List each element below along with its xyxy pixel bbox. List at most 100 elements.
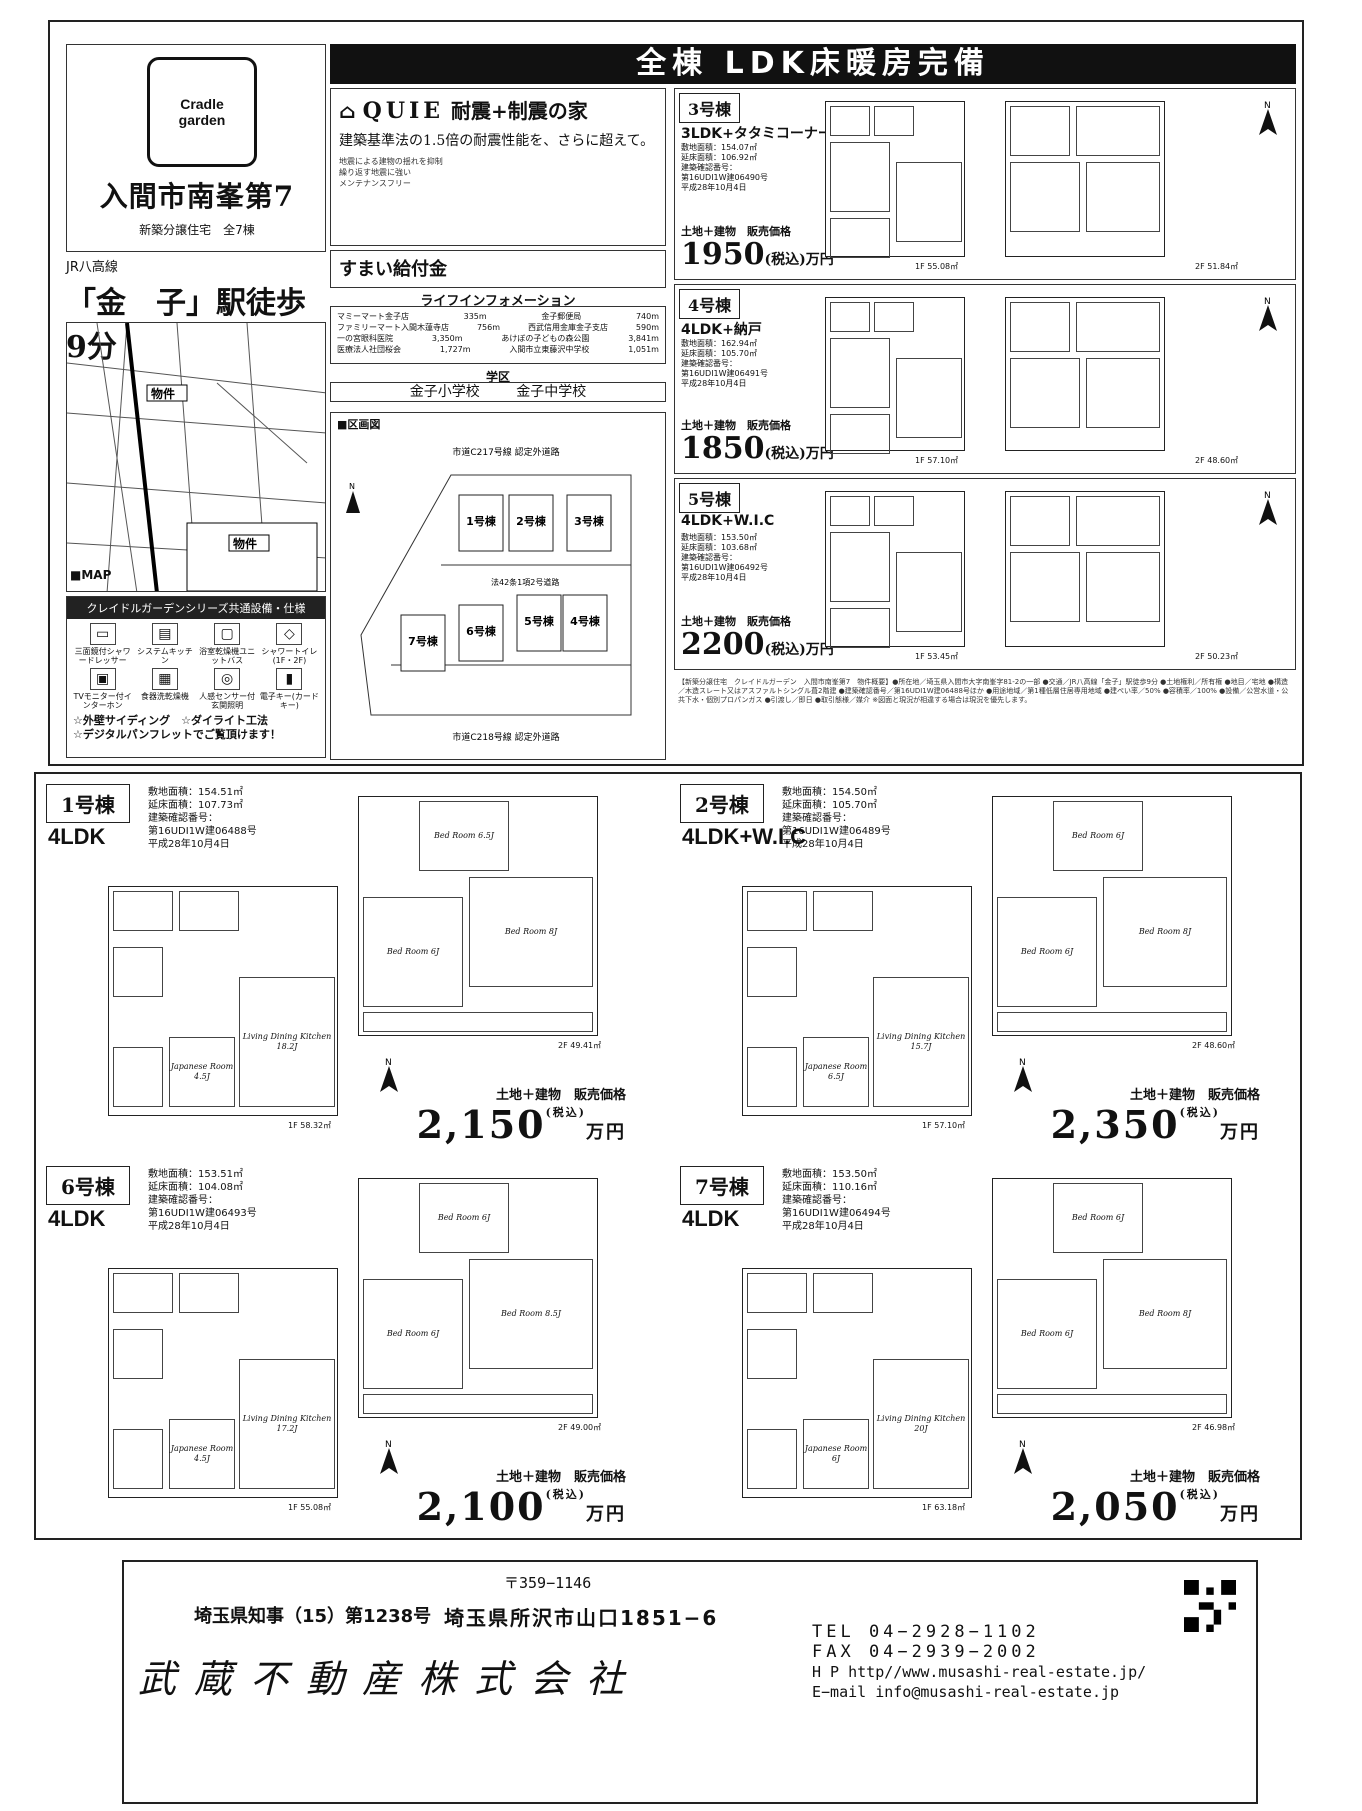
- room: [1076, 496, 1160, 546]
- room: Bed Room 6J: [363, 1279, 463, 1389]
- room: [363, 1012, 593, 1032]
- quie-point: 繰り返す地震に強い: [339, 168, 411, 177]
- plot-lot-label: 7号棟: [408, 634, 439, 648]
- room: Bed Room 8J: [469, 877, 593, 987]
- spec-line: 敷地面積：154.07㎡: [681, 143, 757, 152]
- equipment-item: ▣TVモニター付インターホン: [73, 668, 132, 710]
- room: Living Dining Kitchen 18.2J: [239, 977, 335, 1107]
- equipment-label: TVモニター付インターホン: [73, 692, 132, 710]
- room: Japanese Room 6.5J: [803, 1037, 869, 1107]
- price: 2,150(税込)万円: [416, 1102, 626, 1147]
- price-label: 土地＋建物 販売価格: [681, 615, 791, 628]
- spec-line: 第16UDI1W建06491号: [681, 369, 769, 378]
- equipment-icon: ▤: [151, 623, 178, 645]
- equipment-title: クレイドルガーデンシリーズ共通設備・仕様: [67, 597, 325, 619]
- svg-text:N: N: [1019, 1440, 1026, 1450]
- price-label: 土地＋建物 販売価格: [681, 419, 791, 432]
- spec-line: 平成28年10月4日: [681, 379, 747, 388]
- floor-2f-area: 2F 46.98㎡: [1192, 1423, 1236, 1432]
- svg-text:N: N: [1264, 491, 1271, 501]
- qr-code-icon[interactable]: [1184, 1580, 1236, 1632]
- equipment-icon: ◎: [214, 668, 241, 690]
- room: [113, 1273, 173, 1313]
- room: [896, 552, 962, 632]
- quie-box: ⌂ QUIE 耐震+制震の家 建築基準法の1.5倍の耐震性能を、さらに超えて。 …: [330, 88, 666, 246]
- plot-lot: [562, 594, 608, 652]
- life-cell: マミーマート金子店: [337, 312, 409, 321]
- equipment-box: クレイドルガーデンシリーズ共通設備・仕様 ▭三面鏡付シャワードレッサー▤システム…: [66, 596, 326, 758]
- price-label: 土地＋建物 販売価格: [681, 225, 791, 238]
- room: Japanese Room 4.5J: [169, 1037, 235, 1107]
- kyufu-box: すまい給付金: [330, 250, 666, 288]
- north-compass-icon: N: [1253, 99, 1283, 139]
- unit-type: 4LDK: [48, 1206, 106, 1231]
- school-box: 金子小学校 金子中学校: [330, 382, 666, 402]
- email-link[interactable]: E−mail info@musashi-real-estate.jp: [812, 1683, 1120, 1701]
- room: Living Dining Kitchen 15.7J: [873, 977, 969, 1107]
- life-cell: 金子郵便局: [541, 312, 582, 321]
- company-name: 武蔵不動産株式会社: [138, 1657, 643, 1701]
- plot-lot-label: 5号棟: [524, 614, 555, 628]
- homepage-link[interactable]: H P http//www.musashi-real-estate.jp/: [812, 1663, 1147, 1681]
- room: [830, 338, 890, 408]
- equipment-icon: ▭: [89, 623, 116, 645]
- plot-lot-label: 2号棟: [516, 514, 547, 528]
- price: 2,100(税込)万円: [416, 1484, 626, 1529]
- room: Japanese Room 6J: [803, 1419, 869, 1489]
- spec-line: 建築確認番号：: [782, 1195, 852, 1206]
- room: Bed Room 6J: [419, 1183, 509, 1253]
- room: [1010, 358, 1080, 428]
- spec-line: 延床面積：107.73㎡: [148, 800, 243, 811]
- unit-type: 4LDK+納戸: [681, 322, 762, 338]
- equipment-icon: ▮: [276, 668, 303, 690]
- room: Living Dining Kitchen 20J: [873, 1359, 969, 1489]
- spec-line: 敷地面積：153.50㎡: [782, 1169, 877, 1180]
- north-compass-icon: N: [346, 482, 360, 513]
- life-cell: 入間市立東藤沢中学校: [509, 345, 590, 354]
- room: [830, 106, 870, 136]
- price: 2,350(税込)万円: [1050, 1102, 1260, 1147]
- unit-type: 4LDK+W.I.C: [681, 513, 775, 529]
- north-compass-icon: N: [1008, 1056, 1038, 1096]
- price-label: 土地＋建物 販売価格: [495, 1088, 626, 1103]
- unit-tag: 4号棟: [679, 289, 741, 319]
- life-cell: あけぼの子どもの森公園: [501, 334, 590, 343]
- license-number: 埼玉県知事（15）第1238号: [194, 1606, 432, 1627]
- spec-line: 延床面積：110.16㎡: [782, 1182, 877, 1193]
- svg-text:N: N: [1019, 1058, 1026, 1068]
- price-label: 土地＋建物 販売価格: [495, 1470, 626, 1485]
- svg-text:市道C217号線 認定外道路: 市道C217号線 認定外道路: [452, 446, 559, 458]
- spec-line: 建築確認番号：: [681, 163, 737, 172]
- spec-line: 建築確認番号：: [782, 813, 852, 824]
- room: Japanese Room 4.5J: [169, 1419, 235, 1489]
- room: [997, 1012, 1227, 1032]
- room: [1010, 106, 1070, 156]
- price: 1950(税込)万円: [681, 237, 834, 272]
- equipment-item: ▢ 浴室乾燥機ユニットバス: [198, 623, 257, 665]
- life-cell: 590m: [635, 323, 659, 332]
- room: [813, 1273, 873, 1313]
- spec-line: 平成28年10月4日: [681, 183, 747, 192]
- unit-type: 4LDK+W.I.C: [682, 824, 807, 849]
- spec-line: 延床面積：103.68㎡: [681, 543, 757, 552]
- spec-line: 平成28年10月4日: [148, 839, 230, 850]
- kyufu-title: すまい給付金: [339, 259, 447, 280]
- equipment-icon: ▢: [214, 623, 241, 645]
- equipment-label: 浴室乾燥機ユニットバス: [199, 647, 256, 665]
- unit-type: 4LDK: [682, 1206, 740, 1231]
- junior-school: 金子中学校: [516, 384, 587, 400]
- north-compass-icon: N: [1008, 1438, 1038, 1478]
- equipment-item: ▭三面鏡付シャワードレッサー: [73, 623, 132, 665]
- station-access: 「金 子」駅徒歩9分: [66, 286, 306, 365]
- spec-line: 建築確認番号：: [148, 813, 218, 824]
- price: 2200(税込)万円: [681, 627, 834, 662]
- unit-tag: 1号棟: [46, 784, 130, 823]
- spec-line: 平成28年10月4日: [782, 1221, 864, 1232]
- room: [874, 496, 914, 526]
